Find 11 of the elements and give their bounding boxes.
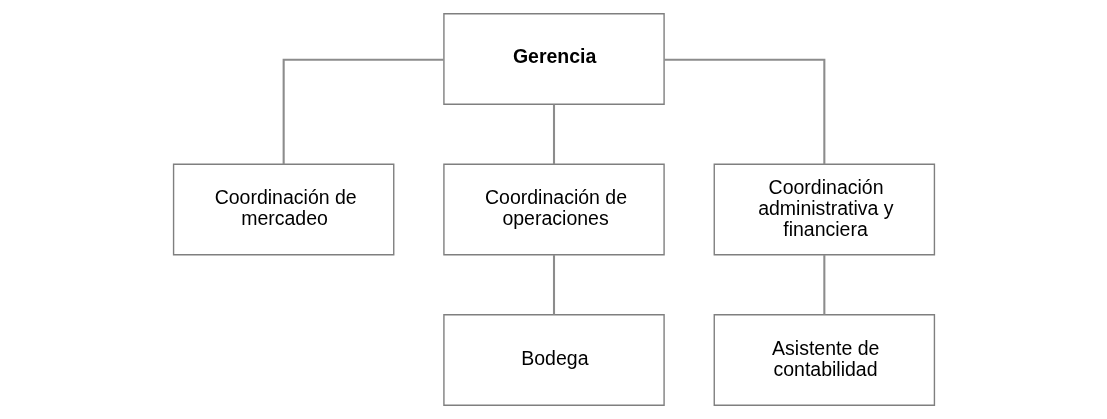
- connector: [282, 58, 444, 165]
- node-box: Bodega: [442, 314, 665, 406]
- node-box: Gerencia: [442, 13, 665, 105]
- node-box: Coordinación administrativa y financiera: [713, 163, 935, 256]
- connector: [552, 104, 555, 165]
- connector: [552, 255, 555, 315]
- node-box: Asistente de contabilidad: [713, 314, 935, 406]
- connector: [663, 58, 825, 165]
- connector: [822, 255, 825, 315]
- node-box: Coordinación de operaciones: [442, 163, 665, 256]
- node-box: Coordinación de mercadeo: [172, 163, 394, 256]
